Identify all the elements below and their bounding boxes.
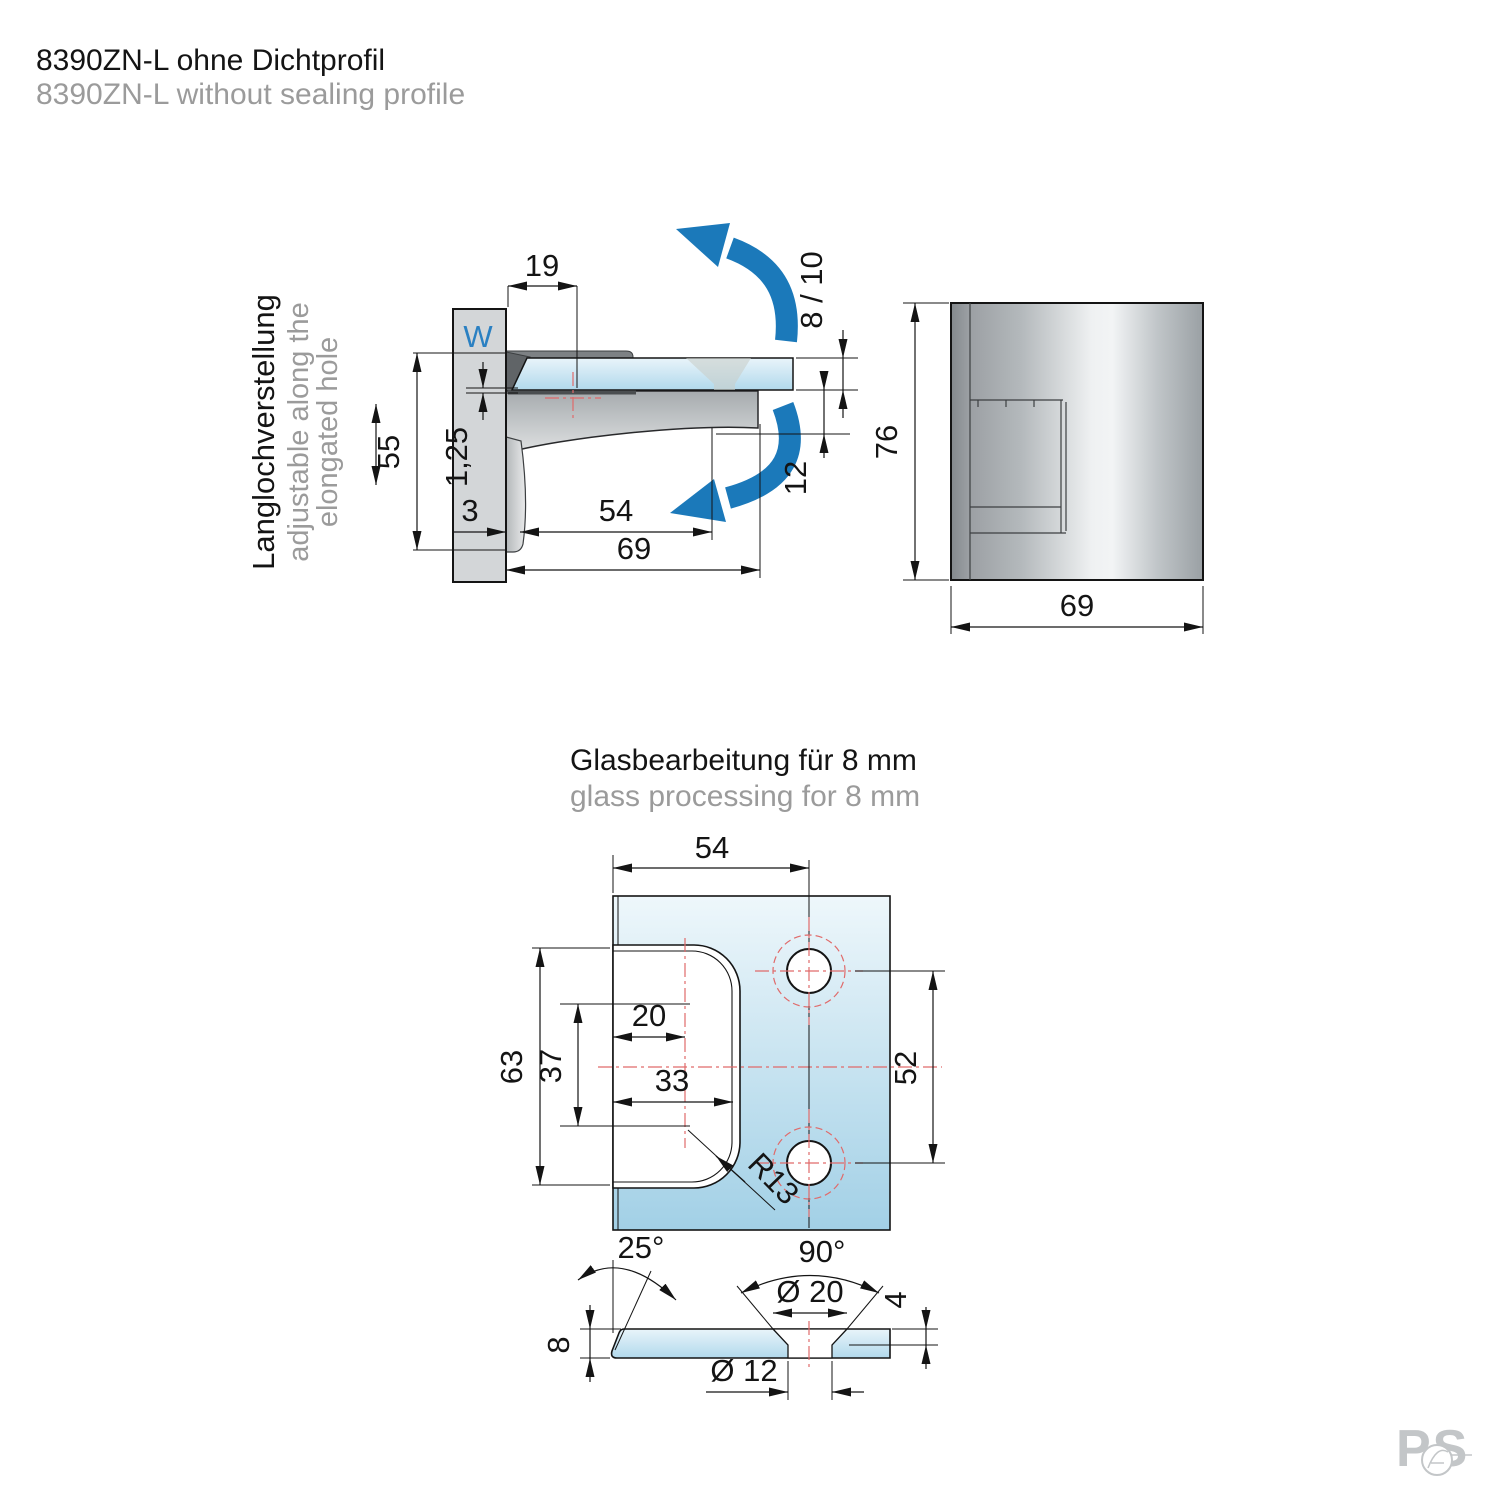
header: 8390ZN-L ohne Dichtprofil 8390ZN-L witho… (36, 44, 465, 111)
countersink-shadow (686, 358, 751, 390)
dim-3-label: 3 (461, 493, 478, 528)
rotation-arrow-up-head (676, 223, 730, 267)
section-view: 25° 90° Ø 20 4 8 (541, 1230, 938, 1400)
dim-plan-33-label: 33 (655, 1063, 689, 1098)
dim-8-10: 8 / 10 (794, 251, 858, 418)
dim-54-label: 54 (599, 493, 633, 528)
page-subtitle: 8390ZN-L without sealing profile (36, 78, 465, 111)
clamp-lower-jaw (505, 390, 759, 454)
dim-angle-25: 25° (577, 1230, 677, 1351)
slot-center-mark (545, 372, 601, 421)
dim-8: 8 (541, 1305, 621, 1382)
dim-plan-54: 54 (612, 830, 809, 893)
dim-d20-label: Ø 20 (776, 1274, 843, 1309)
page-title: 8390ZN-L ohne Dichtprofil (36, 44, 385, 77)
dim-plan-37: 37 (533, 1003, 690, 1127)
side-view: W 19 8 / 10 (246, 223, 858, 583)
rotation-arrow-up (676, 223, 798, 343)
wall-label: W (463, 319, 493, 354)
note-en-line1: adjustable along the (283, 302, 315, 562)
dim-12: 12 (716, 371, 850, 495)
dim-76: 76 (869, 302, 949, 581)
dim-8-label: 8 (541, 1336, 576, 1353)
dim-1-25: 1,25 (439, 362, 518, 487)
dim-d20: Ø 20 (773, 1274, 847, 1318)
dim-76-label: 76 (869, 425, 904, 459)
dim-69-side: 69 (506, 424, 761, 578)
dim-angle-90: 90° (736, 1234, 884, 1330)
dim-19: 19 (507, 248, 578, 388)
dim-1-25-label: 1,25 (439, 427, 474, 487)
watermark-badge-icon (1421, 1444, 1453, 1476)
dim-angle-25-label: 25° (618, 1230, 665, 1265)
dim-plan-54-label: 54 (695, 830, 729, 865)
watermark-badge-detail-icon (1427, 1449, 1472, 1469)
note-en-line2: elongated hole (312, 337, 344, 527)
dim-angle-90-label: 90° (799, 1234, 846, 1269)
dim-plan-20: 20 (613, 998, 685, 1042)
dim-d12-label: Ø 12 (710, 1353, 777, 1388)
dim-8-10-label: 8 / 10 (794, 251, 829, 329)
dim-12-label: 12 (778, 461, 813, 495)
clamp-body-front (950, 302, 1204, 581)
dim-69-front: 69 (950, 586, 1204, 634)
note-de: Langlochverstellung (246, 294, 281, 570)
dim-4: 4 (849, 1291, 938, 1369)
rotation-arrow-down-head (670, 479, 726, 522)
dim-plan-37-label: 37 (533, 1049, 568, 1083)
front-hidden-lines (969, 303, 1067, 580)
dim-69-side-label: 69 (617, 531, 651, 566)
glass-section-title: Glasbearbeitung für 8 mm glass processin… (570, 744, 920, 813)
glass-panel-side (510, 357, 794, 391)
glass-title-de: Glasbearbeitung für 8 mm (570, 744, 917, 777)
clamp-foot (505, 436, 527, 553)
dim-plan-52: 52 (855, 970, 945, 1164)
dim-54: 54 (520, 428, 713, 540)
dim-plan-20-label: 20 (632, 998, 666, 1033)
dim-plan-63: 63 (494, 947, 610, 1186)
front-view: 76 69 (869, 302, 1204, 634)
glass-title-en: glass processing for 8 mm (570, 780, 920, 813)
dim-plan-63-label: 63 (494, 1050, 529, 1084)
wall-plate (452, 308, 507, 583)
plan-view: 54 63 37 20 33 R13 (494, 830, 945, 1231)
dim-3: 3 (452, 493, 506, 537)
watermark-logo: PS (1396, 1420, 1472, 1478)
dim-plan-33: 33 (613, 1063, 733, 1107)
dim-69-front-label: 69 (1060, 588, 1094, 623)
dim-plan-52-label: 52 (888, 1051, 923, 1085)
dim-19-label: 19 (525, 248, 559, 283)
dim-d12: Ø 12 (706, 1353, 864, 1400)
dim-4-label: 4 (878, 1291, 913, 1308)
hole-top (755, 917, 863, 1025)
hole-bottom (755, 1109, 863, 1217)
